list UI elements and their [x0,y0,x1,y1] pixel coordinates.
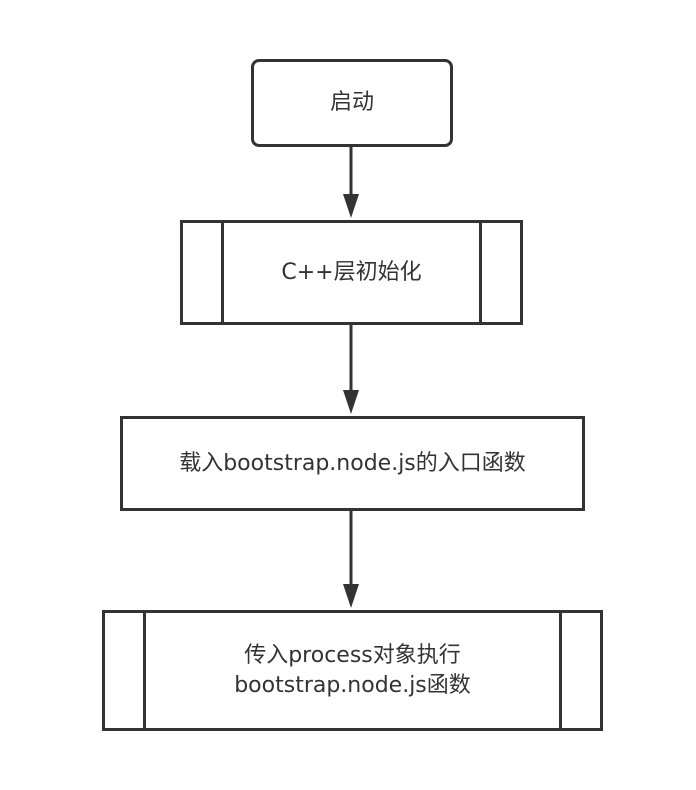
arrow-cpp-init-to-load-entry [343,324,359,414]
exec-label: 传入process对象执行 bootstrap.node.js函数 [234,641,471,701]
subprocess-right-bar [479,223,482,322]
subprocess-left-bar [221,223,224,322]
cpp-init-label: C++层初始化 [281,259,422,285]
exec-node: 传入process对象执行 bootstrap.node.js函数 [102,610,603,731]
subprocess-right-bar [559,613,562,728]
load-entry-node: 载入bootstrap.node.js的入口函数 [120,416,585,511]
arrow-start-to-cpp-init [343,146,359,218]
start-label: 启动 [329,90,374,115]
subprocess-left-bar [143,613,146,728]
exec-label-line1: 传入process对象执行 [244,642,461,668]
load-entry-label: 载入bootstrap.node.js的入口函数 [179,450,526,476]
start-node: 启动 [251,59,453,147]
cpp-init-node: C++层初始化 [180,220,523,325]
arrow-load-entry-to-exec [343,510,359,608]
exec-label-line2: bootstrap.node.js函数 [234,672,471,698]
